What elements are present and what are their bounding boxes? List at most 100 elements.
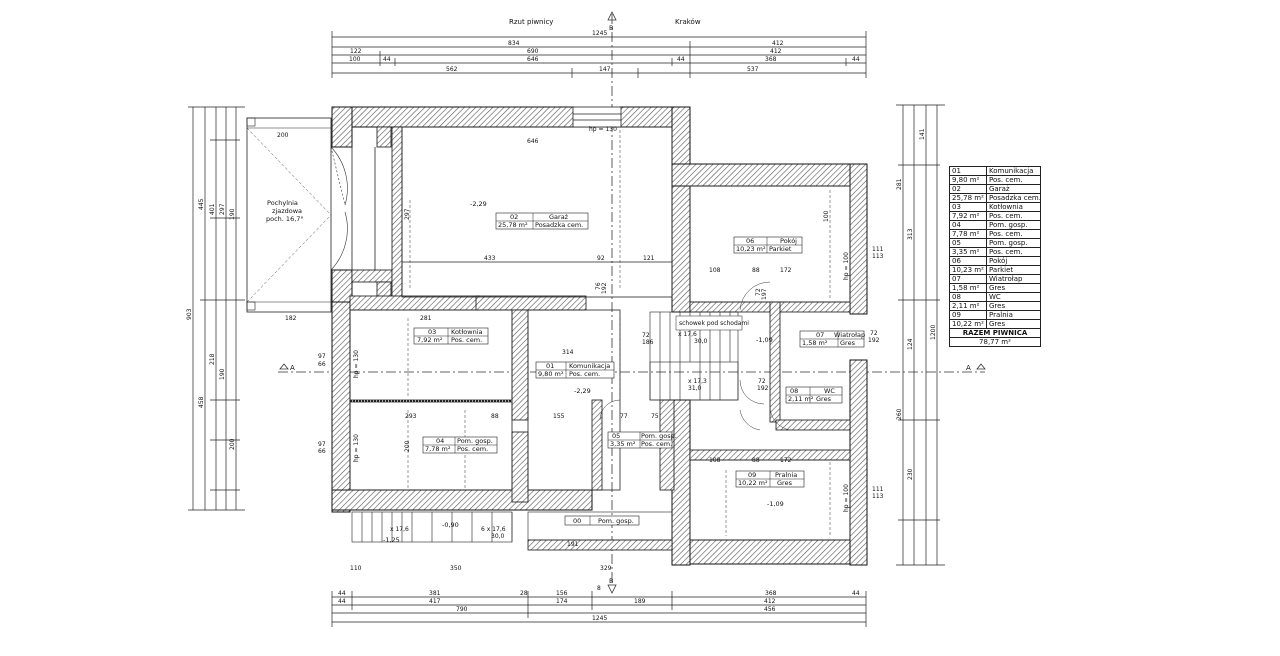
level-stairs-2: -1,25 (383, 536, 400, 544)
bottom-dim-44a: 44 (338, 590, 346, 597)
svg-text:Pos. cem.: Pos. cem. (569, 370, 600, 378)
svg-text:445: 445 (198, 198, 205, 210)
axis-b-bottom-label: B (609, 577, 613, 585)
svg-text:x 17,6: x 17,6 (390, 526, 409, 533)
room-label-room-06: 06 Pokój 10,23 m² Parkiet (733, 236, 803, 254)
svg-text:25,78 m²: 25,78 m² (498, 221, 528, 229)
top-dim-100: 100 (349, 56, 361, 63)
bottom-dim-456: 456 (764, 606, 776, 613)
bottom-dim-44b: 44 (852, 590, 860, 597)
svg-text:x 17,3: x 17,3 (688, 378, 707, 385)
room-outlines (349, 106, 851, 541)
bottom-dim-790: 790 (456, 606, 468, 613)
interior-walls (349, 126, 851, 551)
bottom-dim-44c: 44 (338, 598, 346, 605)
axis-a-right-marker (976, 363, 986, 370)
bottom-dimension-chains (331, 591, 867, 627)
svg-text:108: 108 (709, 267, 721, 274)
ramp-label-1: Pochylnia (267, 199, 298, 207)
bottom-dim-417: 417 (429, 598, 441, 605)
left-dimension-values: 903 445 458 401 218 297 190 190 200 (186, 198, 236, 450)
svg-text:00: 00 (573, 517, 581, 525)
top-dim-646: 646 (527, 56, 539, 63)
top-dim-122: 122 (350, 48, 362, 55)
door-swings (599, 281, 791, 431)
svg-text:09: 09 (748, 471, 756, 479)
top-dimension-chains (331, 31, 867, 78)
svg-text:Pos. cem.: Pos. cem. (457, 445, 488, 453)
axis-a-left-label: A (290, 364, 295, 372)
top-dim-44c: 44 (852, 56, 860, 63)
svg-text:7,92 m²: 7,92 m² (417, 336, 443, 344)
svg-text:192: 192 (601, 282, 608, 294)
svg-text:110: 110 (350, 565, 362, 572)
level-corridor: -2,29 (574, 387, 591, 395)
level-window-left: hp = 130 (353, 350, 360, 378)
bottom-dim-156: 156 (556, 590, 568, 597)
svg-text:401: 401 (209, 203, 216, 215)
svg-text:433: 433 (484, 255, 496, 262)
bottom-dim-381: 381 (429, 590, 441, 597)
svg-text:72: 72 (758, 378, 766, 385)
level-window-left-2: hp = 130 (353, 434, 360, 462)
room-label-boiler: 03 Kotłownia 7,92 m² Pos. cem. (413, 327, 489, 345)
svg-text:Kotłownia: Kotłownia (451, 328, 483, 336)
ramp-label-2: zjazdowa (272, 207, 302, 215)
svg-text:200: 200 (404, 440, 411, 452)
bottom-dim-28: 28 (520, 590, 528, 597)
level-window-right: hp = 100 (843, 252, 850, 280)
svg-text:192: 192 (868, 337, 880, 344)
stairs-labels: x 17,3 31,0 x 17,6 30,0 6 x 17,6 30,0 x … (390, 331, 708, 540)
svg-text:186: 186 (642, 339, 654, 346)
svg-text:Gres: Gres (840, 339, 856, 347)
svg-text:190: 190 (229, 208, 236, 220)
svg-text:113: 113 (872, 493, 884, 500)
svg-text:31,0: 31,0 (688, 385, 702, 392)
plan-title: Rzut piwnicy (509, 18, 553, 26)
svg-text:WC: WC (824, 387, 835, 395)
top-dim-834: 834 (508, 40, 520, 47)
svg-text:124: 124 (907, 338, 914, 350)
svg-text:9,80 m²: 9,80 m² (538, 370, 564, 378)
room-label-garage: 02 Garaż 25,78 m² Posadzka cem. (495, 212, 589, 230)
svg-text:Pokój: Pokój (780, 237, 797, 245)
axis-a-left-marker (279, 363, 289, 370)
svg-text:66: 66 (318, 361, 326, 368)
svg-text:72: 72 (870, 330, 878, 337)
svg-text:04: 04 (436, 437, 444, 445)
svg-text:02: 02 (510, 213, 518, 221)
level-laundry: -1,09 (767, 500, 784, 508)
svg-text:191: 191 (567, 541, 579, 548)
bottom-dim-412: 412 (764, 598, 776, 605)
garage-door-swing (330, 146, 348, 271)
svg-text:172: 172 (780, 267, 792, 274)
top-dim-412b: 412 (770, 48, 782, 55)
svg-text:182: 182 (285, 315, 297, 322)
top-dim-total: 1245 (592, 30, 607, 37)
room-label-utility-05: 05 Pom. gosp. 3,35 m² Pos. cem. (607, 431, 677, 449)
svg-text:7,78 m²: 7,78 m² (425, 445, 451, 453)
svg-text:100: 100 (823, 210, 830, 222)
svg-text:Gres: Gres (816, 395, 832, 403)
svg-text:200: 200 (229, 438, 236, 450)
svg-text:350: 350 (450, 565, 462, 572)
svg-text:77: 77 (620, 413, 628, 420)
svg-text:Pom. gosp.: Pom. gosp. (457, 437, 493, 445)
level-garage: -2,29 (470, 200, 487, 208)
svg-text:903: 903 (186, 308, 193, 320)
top-dim-147: 147 (599, 66, 611, 73)
room-label-storage-00: 00 Pom. gosp. (564, 515, 640, 526)
